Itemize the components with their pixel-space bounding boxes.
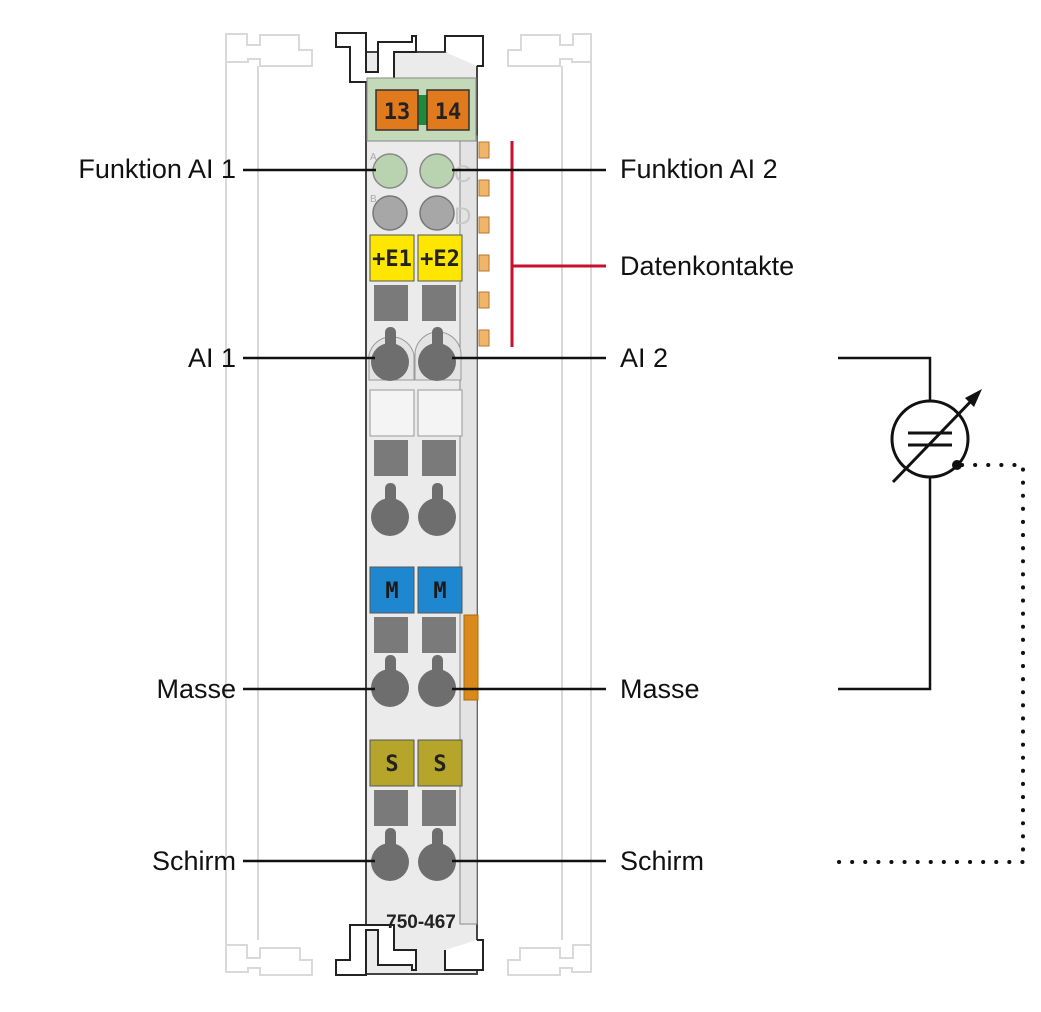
- led-d: [419, 195, 455, 231]
- tag-s2-label: S: [433, 752, 446, 777]
- data-contacts: [478, 141, 490, 347]
- led-letter-c: C: [454, 161, 471, 188]
- release-button-4a: [374, 790, 408, 826]
- tag-s1: [369, 739, 415, 787]
- release-button-3b: [422, 617, 456, 653]
- led-b: [372, 195, 408, 231]
- module-side-rail: [459, 135, 478, 925]
- clamp-masse-2: [418, 655, 456, 707]
- led-c: [419, 153, 455, 189]
- label-masse-left: Masse: [156, 674, 236, 704]
- label-ai2: AI 2: [620, 343, 668, 373]
- connector-13: [375, 89, 419, 131]
- bottom-latch-right: [444, 939, 484, 971]
- tag-s2: [417, 739, 463, 787]
- label-masse-right: Masse: [620, 674, 700, 704]
- release-button-2b: [422, 440, 456, 476]
- label-schirm-left: Schirm: [152, 846, 236, 876]
- clamp-unused-2: [418, 483, 456, 536]
- label-ai1: AI 1: [188, 343, 236, 373]
- clamp-masse-1: [371, 655, 409, 707]
- tag-blank-2: [417, 389, 463, 437]
- led-letter-b: B: [370, 194, 377, 205]
- release-button-2a: [374, 440, 408, 476]
- tag-e1: [369, 234, 415, 282]
- power-jumper-contact: [463, 614, 479, 701]
- tag-e2-label: +E2: [420, 247, 460, 272]
- clamp-unused-1: [371, 483, 409, 536]
- clamp-schirm-2: [418, 828, 456, 881]
- connector-13-label: 13: [384, 100, 411, 125]
- label-datenkontakte: Datenkontakte: [620, 251, 794, 281]
- label-schirm-right: Schirm: [620, 846, 704, 876]
- din-rail-outline: [225, 33, 592, 976]
- led-letter-a: A: [370, 152, 377, 163]
- tag-m2: [417, 566, 463, 614]
- connector-14-label: 14: [435, 100, 462, 125]
- release-button-4b: [422, 790, 456, 826]
- led-letter-d: D: [454, 203, 471, 230]
- top-latch: [335, 32, 417, 83]
- shield-wire-dotted: [836, 463, 1025, 864]
- tag-e1-label: +E1: [372, 247, 412, 272]
- led-a: [372, 153, 408, 189]
- tag-blank-1: [369, 389, 415, 437]
- sensor-wiring: [838, 356, 932, 691]
- tag-e2: [417, 234, 463, 282]
- connector-14: [426, 89, 470, 131]
- data-contacts-bracket: [510, 141, 606, 347]
- tag-m2-label: M: [433, 579, 446, 604]
- clamp-ai1: [368, 327, 415, 381]
- tag-m1: [369, 566, 415, 614]
- label-funktion-ai1: Funktion AI 1: [78, 154, 236, 184]
- adjustable-sensor-icon: [890, 389, 982, 484]
- leader-lines: [243, 168, 606, 863]
- top-latch-right: [444, 35, 484, 67]
- tag-m1-label: M: [385, 579, 398, 604]
- release-button-1a: [374, 285, 408, 321]
- release-button-1b: [422, 285, 456, 321]
- bottom-latch: [335, 924, 417, 976]
- tag-s1-label: S: [385, 752, 398, 777]
- clamp-schirm-1: [371, 828, 409, 881]
- label-funktion-ai2: Funktion AI 2: [620, 154, 778, 184]
- clamp-ai2: [414, 327, 462, 381]
- io-module: 13 14 A B C D +E1 +E2: [335, 32, 484, 976]
- part-number: 750-467: [386, 912, 456, 933]
- release-button-3a: [374, 617, 408, 653]
